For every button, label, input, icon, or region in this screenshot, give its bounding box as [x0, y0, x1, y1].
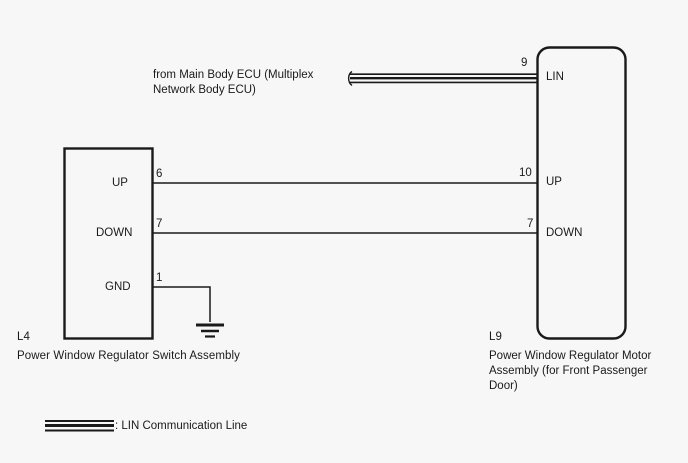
left-connector-name: Power Window Regulator Switch Assembly: [17, 350, 241, 362]
right-connector-box: [536, 46, 627, 340]
left-pin-number-down: 7: [156, 218, 163, 230]
ground-wire: [152, 286, 211, 322]
right-pin-label-up: UP: [546, 176, 562, 188]
right-pin-label-down: DOWN: [546, 227, 583, 239]
source-ecu-note: from Main Body ECU (Multiplex Network Bo…: [153, 69, 314, 96]
left-pin-number-gnd: 1: [156, 272, 163, 284]
right-pin-label-lin: LIN: [546, 71, 564, 83]
left-pin-label-down: DOWN: [96, 227, 133, 239]
lin-line-terminator: [347, 70, 353, 87]
lin-communication-wire: [347, 70, 537, 87]
left-pin-number-up: 6: [156, 168, 163, 180]
left-pin-label-gnd: GND: [105, 281, 131, 293]
lin-communication-line-swatch: [45, 420, 114, 432]
right-connector-code: L9: [489, 331, 502, 343]
right-pin-number-up: 10: [519, 167, 532, 179]
right-pin-number-down: 7: [527, 218, 534, 230]
earth-ground-symbol: [196, 323, 224, 338]
left-connector-box: [63, 147, 154, 340]
right-pin-number-lin: 9: [521, 57, 528, 69]
left-connector-code: L4: [17, 331, 30, 343]
left-pin-label-up: UP: [112, 177, 128, 189]
right-connector-name: Power Window Regulator Motor Assembly (f…: [489, 350, 652, 392]
legend-label: : LIN Communication Line: [115, 420, 248, 432]
